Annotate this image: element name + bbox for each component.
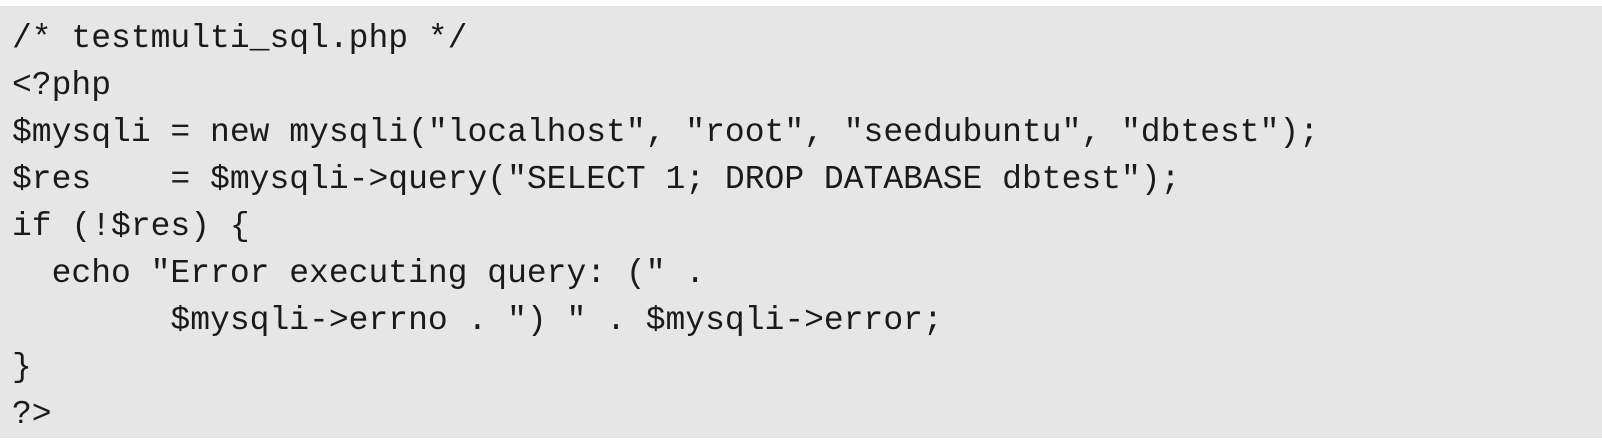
code-line-3: $mysqli = new mysqli("localhost", "root"… (12, 114, 1320, 151)
code-line-2: <?php (12, 67, 112, 104)
code-line-8: } (12, 349, 32, 386)
code-listing: /* testmulti_sql.php */ <?php $mysqli = … (0, 6, 1602, 438)
code-line-7: $mysqli->errno . ") " . $mysqli->error; (12, 302, 943, 339)
code-line-6: echo "Error executing query: (" . (12, 255, 706, 292)
code-line-1: /* testmulti_sql.php */ (12, 20, 468, 57)
code-line-5: if (!$res) { (12, 208, 250, 245)
code-line-9: ?> (12, 396, 52, 433)
code-line-4: $res = $mysqli->query("SELECT 1; DROP DA… (12, 161, 1181, 198)
